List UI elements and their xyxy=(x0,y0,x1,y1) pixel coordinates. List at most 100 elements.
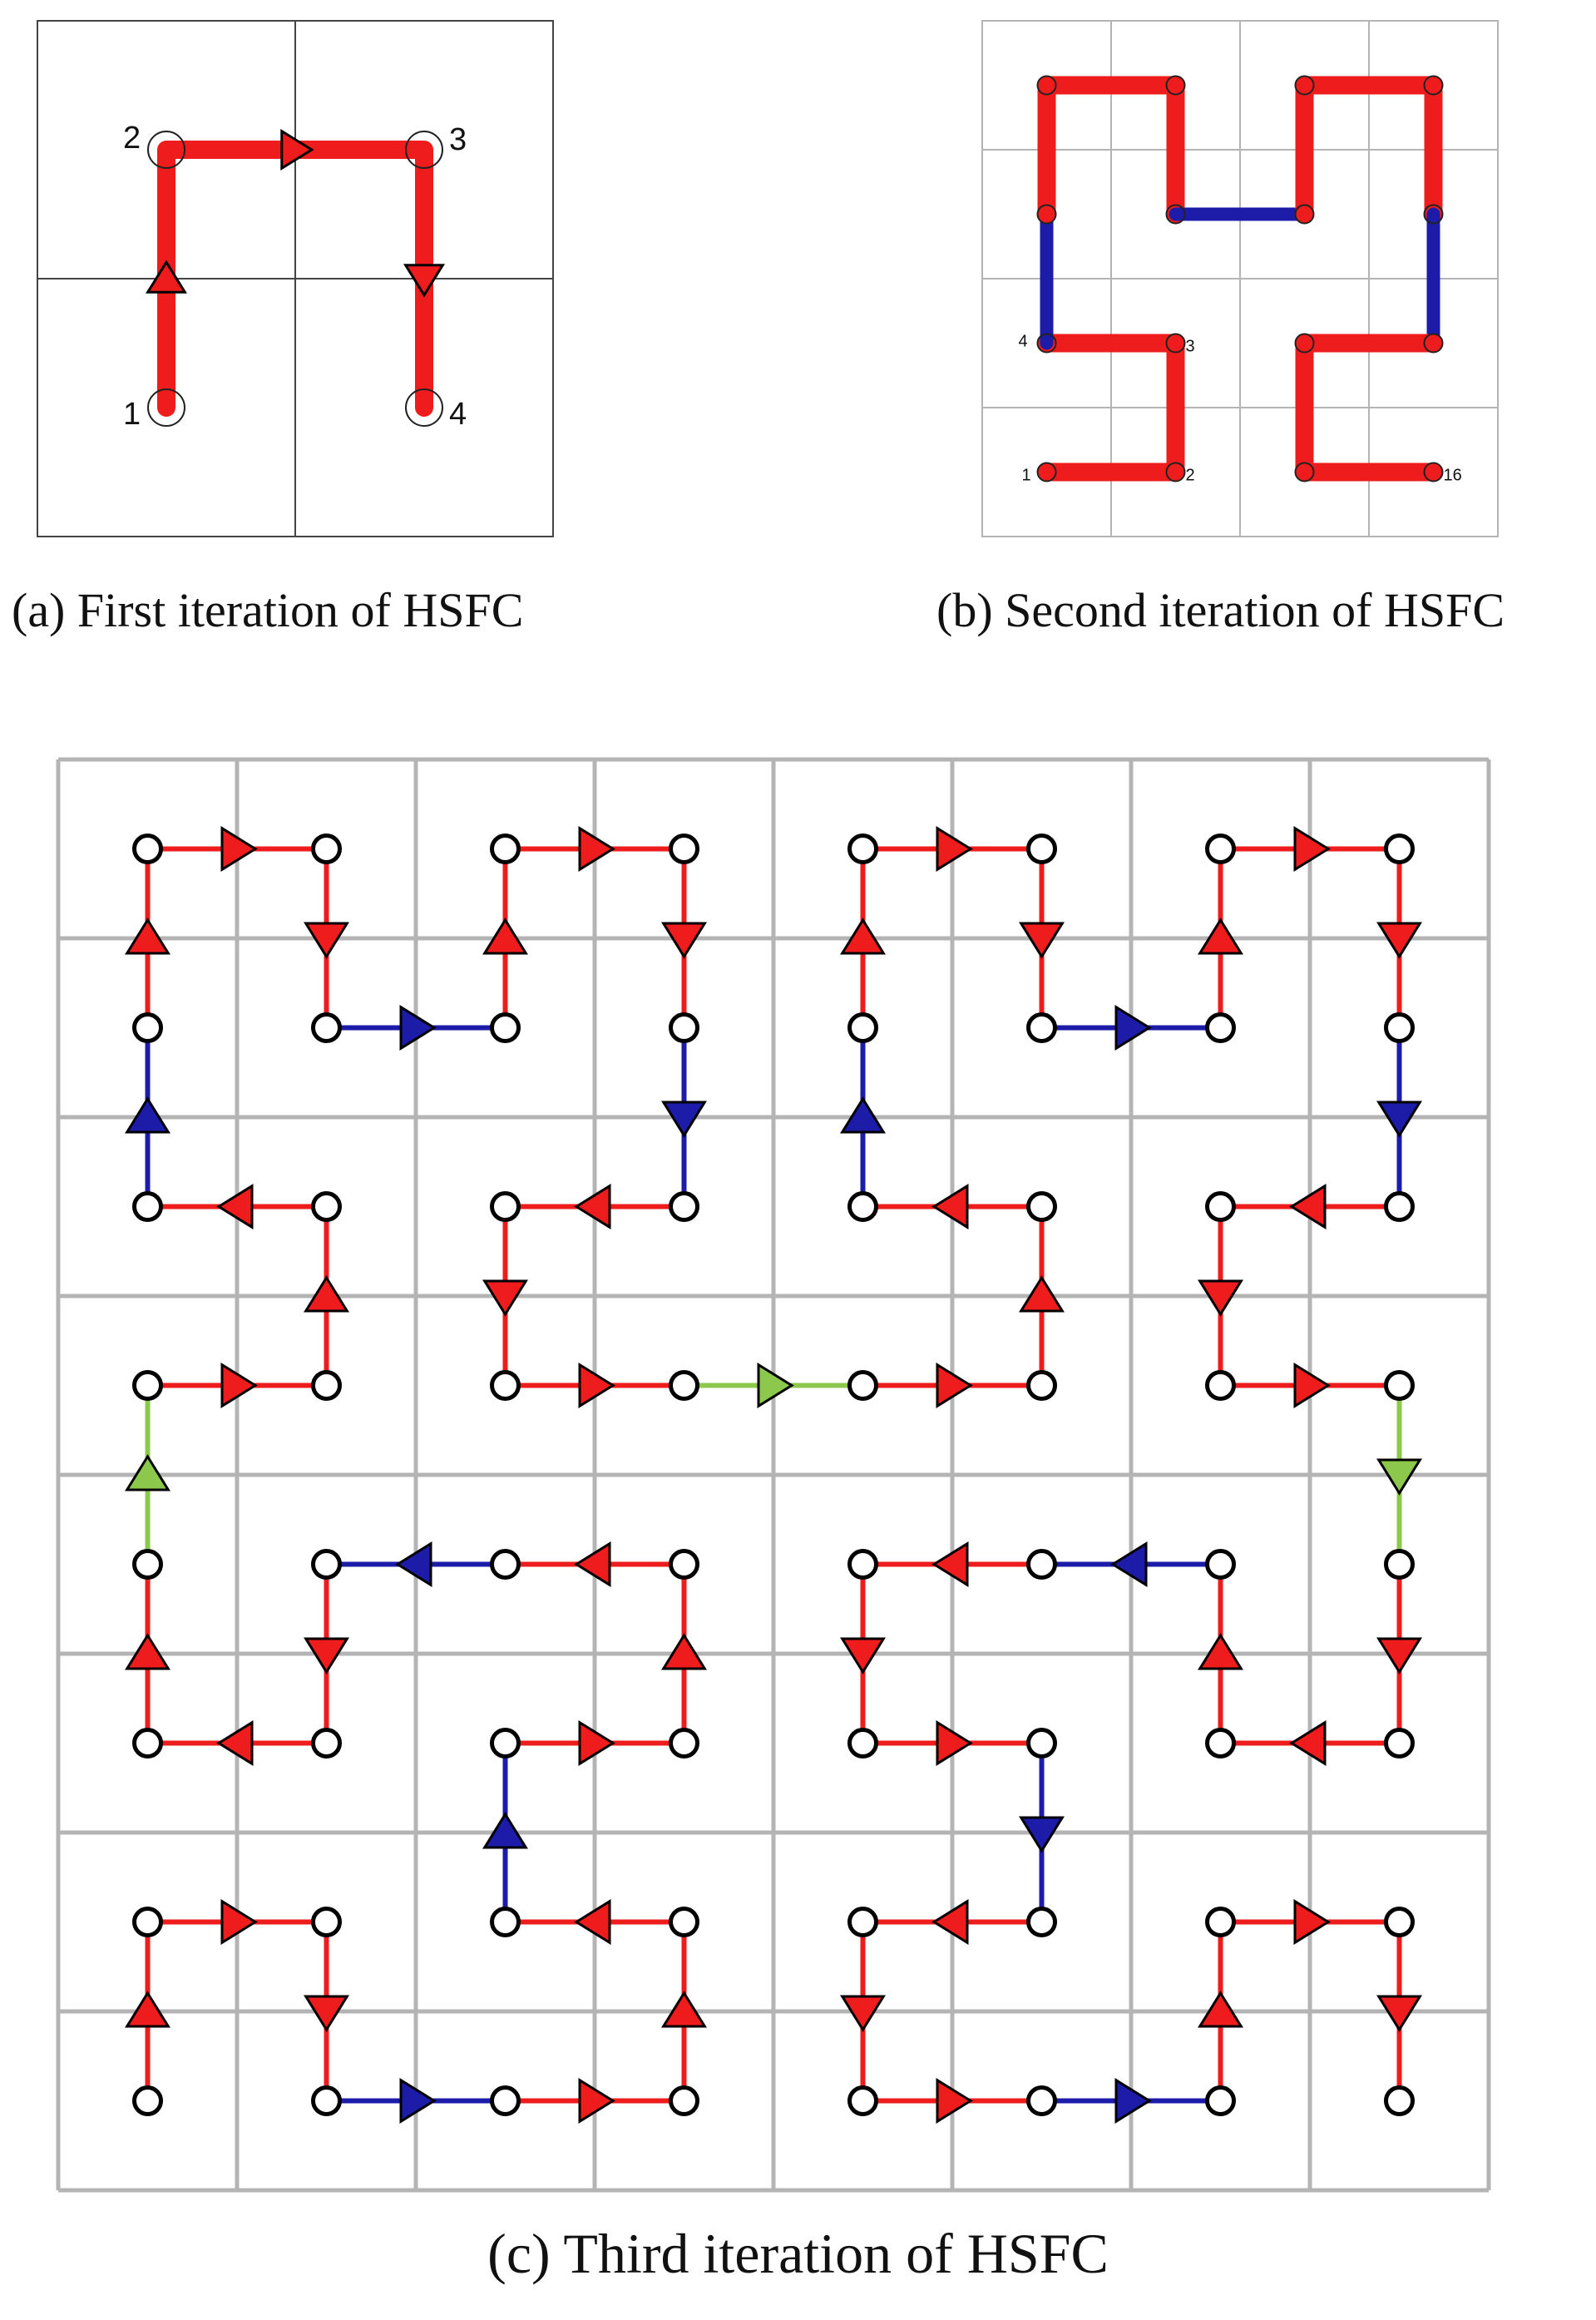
curve-node xyxy=(1384,834,1415,864)
direction-arrow xyxy=(1289,1184,1327,1229)
direction-arrow xyxy=(1293,1899,1331,1945)
curve-node xyxy=(669,834,699,864)
curve-node xyxy=(847,1728,878,1759)
direction-arrow xyxy=(574,1541,611,1587)
curve-node xyxy=(1205,1370,1236,1401)
direction-arrow xyxy=(304,1637,349,1674)
direction-arrow xyxy=(840,1096,886,1134)
curve-node xyxy=(132,1012,163,1043)
direction-arrow xyxy=(395,1541,432,1587)
third-iteration-diagram xyxy=(56,757,1491,2193)
direction-arrow xyxy=(931,1184,969,1229)
node-label: 2 xyxy=(123,121,141,156)
curve-node xyxy=(669,1191,699,1222)
curve-node xyxy=(1423,462,1444,482)
direction-arrow xyxy=(661,1633,707,1670)
direction-arrow xyxy=(1019,1275,1065,1313)
curve-node xyxy=(669,1370,699,1401)
curve-node xyxy=(847,2085,878,2116)
curve-node xyxy=(490,2085,521,2116)
curve-node xyxy=(1026,834,1057,864)
curve-node xyxy=(311,1191,342,1222)
curve-node xyxy=(1205,1728,1236,1759)
curve-node xyxy=(1205,1191,1236,1222)
curve-node xyxy=(132,1907,163,1937)
curve-node xyxy=(1384,1728,1415,1759)
direction-arrow xyxy=(125,918,170,955)
direction-arrow xyxy=(578,1720,615,1766)
curve-node xyxy=(132,1191,163,1222)
curve-node xyxy=(1026,2085,1057,2116)
curve-node xyxy=(1423,204,1444,225)
curve-node xyxy=(311,1370,342,1401)
curve-node xyxy=(1036,204,1057,225)
curve-node xyxy=(1165,75,1186,96)
curve-node xyxy=(490,1907,521,1937)
direction-arrow xyxy=(574,1184,611,1229)
direction-arrow xyxy=(840,1637,886,1674)
direction-arrow xyxy=(403,264,446,298)
curve-node xyxy=(847,1012,878,1043)
direction-arrow xyxy=(936,1363,973,1408)
caption-first-iteration: (a) First iteration of HSFC xyxy=(12,583,524,637)
direction-arrow xyxy=(1019,1816,1065,1853)
direction-arrow xyxy=(936,2078,973,2124)
direction-arrow xyxy=(216,1184,254,1229)
curve-node xyxy=(1384,1370,1415,1401)
direction-arrow xyxy=(1198,1633,1243,1670)
direction-arrow xyxy=(661,1991,707,2028)
curve-node xyxy=(1384,1012,1415,1043)
direction-arrow xyxy=(574,1899,611,1945)
curve-node xyxy=(311,1728,342,1759)
curve-node xyxy=(1026,1370,1057,1401)
node-label: 1 xyxy=(1022,467,1031,485)
direction-arrow xyxy=(1376,1995,1422,2032)
direction-arrow xyxy=(1376,922,1422,959)
curve-node xyxy=(1205,1012,1236,1043)
curve-node xyxy=(1026,1012,1057,1043)
direction-arrow xyxy=(125,1633,170,1670)
direction-arrow xyxy=(661,922,707,959)
curve-node xyxy=(311,1012,342,1043)
curve-node xyxy=(405,388,443,427)
curve-node xyxy=(311,1907,342,1937)
node-label: 2 xyxy=(1186,467,1195,485)
direction-arrow xyxy=(145,260,188,294)
curve-node xyxy=(669,2085,699,2116)
curve-node xyxy=(1036,333,1057,354)
curve-node xyxy=(847,1549,878,1580)
direction-arrow xyxy=(1114,1005,1152,1051)
curve-node xyxy=(490,1012,521,1043)
direction-arrow xyxy=(399,2078,437,2124)
curve-node xyxy=(405,131,443,169)
direction-arrow xyxy=(1110,1541,1148,1587)
curve-node xyxy=(1205,1549,1236,1580)
direction-arrow xyxy=(482,918,528,955)
curve-node xyxy=(1026,1191,1057,1222)
direction-arrow xyxy=(1198,918,1243,955)
direction-arrow xyxy=(578,826,615,872)
curve-node xyxy=(490,1549,521,1580)
direction-arrow xyxy=(125,1096,170,1134)
curve-node xyxy=(669,1728,699,1759)
direction-arrow xyxy=(482,1279,528,1317)
curve-node xyxy=(1294,204,1315,225)
direction-arrow xyxy=(1289,1720,1327,1766)
caption-second-iteration: (b) Second iteration of HSFC xyxy=(936,583,1505,637)
curve-node xyxy=(847,1907,878,1937)
curve-node xyxy=(1384,2085,1415,2116)
direction-arrow xyxy=(1376,1101,1422,1138)
node-label: 3 xyxy=(449,122,467,157)
curve-node xyxy=(847,1191,878,1222)
direction-arrow xyxy=(1198,1279,1243,1317)
curve-node xyxy=(490,1728,521,1759)
curve-node xyxy=(1294,333,1315,354)
curve-node xyxy=(1036,75,1057,96)
curve-node xyxy=(490,1191,521,1222)
curve-node xyxy=(1026,1728,1057,1759)
direction-arrow xyxy=(125,1454,170,1491)
curve-node xyxy=(147,131,185,169)
curve-node xyxy=(669,1907,699,1937)
